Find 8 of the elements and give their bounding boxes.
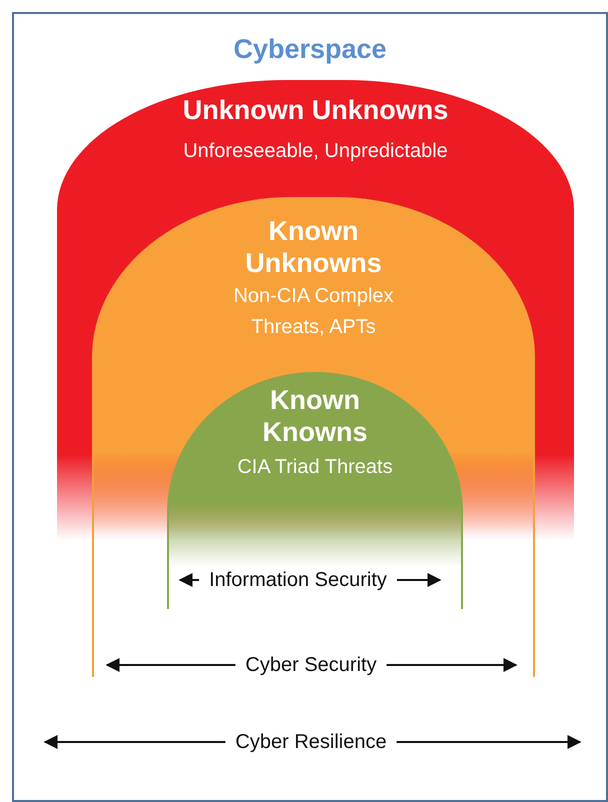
band-description: CIA Triad Threats bbox=[236, 455, 394, 480]
frame-label: Cyberspace bbox=[233, 34, 387, 65]
band-heading: Known Unknowns bbox=[244, 215, 383, 279]
band-description: Unforeseeable, Unpredictable bbox=[182, 139, 449, 164]
band-heading: Known Knowns bbox=[262, 384, 368, 448]
diagram-frame bbox=[12, 12, 608, 802]
band-heading: Unknown Unknowns bbox=[182, 94, 450, 126]
band-description: Non-CIA Complex Threats, APTs bbox=[232, 284, 395, 340]
